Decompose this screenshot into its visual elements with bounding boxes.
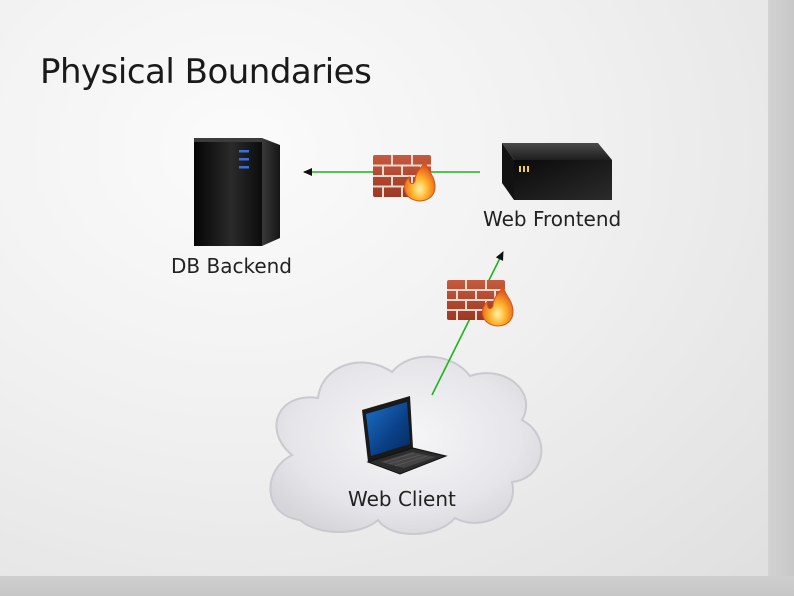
rack-server-icon	[502, 143, 612, 200]
firewall-icon	[373, 155, 436, 202]
laptop-icon	[362, 396, 448, 475]
firewall-icon	[447, 280, 514, 327]
server-tower-icon	[194, 138, 280, 246]
db-backend-label: DB Backend	[171, 254, 292, 278]
slide-edge-strip	[768, 0, 794, 596]
slide-bottom-strip	[0, 576, 794, 596]
slide-title: Physical Boundaries	[40, 52, 372, 92]
web-client-label: Web Client	[348, 487, 456, 511]
web-frontend-label: Web Frontend	[483, 207, 622, 231]
connector-client-to-frontend	[431, 251, 504, 396]
